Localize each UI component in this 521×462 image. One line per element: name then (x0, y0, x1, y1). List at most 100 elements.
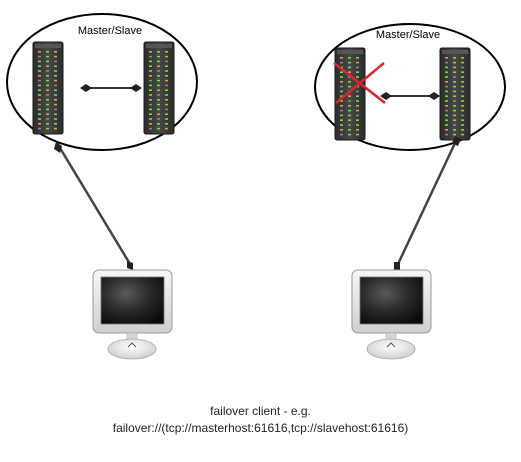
server-led (461, 100, 464, 102)
server-led (348, 61, 351, 64)
server-led (445, 133, 448, 136)
server-led (453, 105, 456, 107)
server-led (38, 84, 41, 87)
server-led (165, 118, 168, 120)
server-led (445, 100, 448, 102)
server-led (38, 108, 41, 111)
server-led (445, 81, 448, 83)
server-led (356, 105, 359, 107)
server-led (157, 60, 160, 63)
server-led (46, 51, 49, 53)
server-led (356, 133, 359, 136)
server-led (453, 90, 456, 93)
server-led (165, 79, 168, 82)
server-led (38, 75, 41, 77)
server-led (348, 133, 351, 136)
right-master-server (334, 47, 366, 141)
server-led (348, 95, 351, 97)
left-slave-server (143, 41, 175, 135)
server-led (149, 127, 152, 130)
server-led (38, 65, 41, 67)
server-led (348, 57, 351, 59)
server-led (38, 127, 41, 130)
server-led (348, 114, 351, 117)
server-led (165, 75, 168, 77)
server-led (461, 109, 464, 112)
server-led (453, 57, 456, 59)
server-led (356, 114, 359, 117)
server-led (149, 99, 152, 101)
server-led (165, 51, 168, 53)
server-led (453, 66, 456, 69)
server-led (46, 127, 49, 130)
server-led (149, 103, 152, 106)
server-led (46, 118, 49, 120)
server-led (149, 84, 152, 87)
server-led (340, 81, 343, 83)
server-led (445, 105, 448, 107)
server-led (453, 85, 456, 88)
server-led (165, 89, 168, 91)
server-led (453, 119, 456, 121)
right-slave-server (439, 47, 471, 141)
server-led (46, 113, 49, 115)
server-led (356, 100, 359, 102)
server-led (165, 60, 168, 63)
server-led (54, 84, 57, 87)
server-led (340, 71, 343, 73)
server-led (165, 103, 168, 106)
server-led (149, 108, 152, 111)
server-led (356, 61, 359, 64)
server-led (340, 105, 343, 107)
server-led (157, 65, 160, 67)
server-led (348, 81, 351, 83)
server-led (445, 71, 448, 73)
right-slave-leds (445, 57, 464, 136)
server-led (46, 60, 49, 63)
server-led (356, 119, 359, 121)
server-led (348, 76, 351, 78)
server-led (157, 55, 160, 58)
server-led (461, 133, 464, 136)
server-led (340, 61, 343, 64)
caption-line-1: failover client - e.g. (210, 404, 311, 418)
server-led (38, 118, 41, 120)
server-led (38, 55, 41, 58)
server-led (453, 100, 456, 102)
left-slave-leds (149, 51, 168, 130)
server-led (149, 123, 152, 125)
server-led (54, 99, 57, 101)
server-led (461, 71, 464, 73)
server-led (453, 114, 456, 117)
server-led (157, 51, 160, 53)
server-led (157, 113, 160, 115)
server-led (348, 71, 351, 73)
server-led (165, 127, 168, 130)
server-led (149, 65, 152, 67)
server-led (165, 94, 168, 96)
left-master-leds (38, 51, 57, 130)
server-led (157, 99, 160, 101)
server-led (356, 90, 359, 93)
server-led (38, 94, 41, 96)
server-led (453, 81, 456, 83)
server-led (54, 60, 57, 63)
left-master-slave-link (80, 84, 142, 92)
server-led (356, 71, 359, 73)
server-led (46, 123, 49, 125)
right-cluster-title: Master/Slave (376, 29, 440, 41)
server-led (54, 123, 57, 125)
server-led (38, 123, 41, 125)
server-led (453, 76, 456, 78)
server-led (445, 66, 448, 69)
server-led (165, 70, 168, 72)
server-led (356, 76, 359, 78)
server-led (46, 84, 49, 87)
server-led (348, 129, 351, 131)
server-led (461, 95, 464, 97)
server-led (348, 109, 351, 112)
server-led (54, 94, 57, 96)
server-led (461, 114, 464, 117)
server-led (149, 60, 152, 63)
server-led (149, 55, 152, 58)
